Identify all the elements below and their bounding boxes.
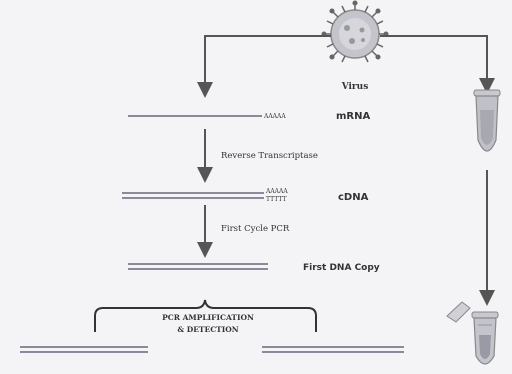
virus-label: Virus [341, 82, 369, 92]
cdna-polyt-tail: TTTTT [266, 196, 286, 203]
first-cycle-pcr-label: First Cycle PCR [221, 224, 290, 234]
arrow-virus-to-mrna [197, 35, 331, 98]
amplification-label-line2: & DETECTION [177, 325, 238, 334]
amplification-brace [94, 299, 317, 332]
cdna-polya-tail: AAAAA [265, 188, 288, 195]
arrow-virus-to-tube [380, 35, 495, 94]
virus-icon [321, 0, 389, 63]
mrna-polya-tail: AAAAA [263, 113, 286, 120]
amplification-label-line1: PCR AMPLIFICATION [162, 313, 254, 322]
first-dna-copy-label: First DNA Copy [303, 263, 380, 273]
cdna-label: cDNA [338, 192, 369, 203]
mrna-label: mRNA [336, 111, 370, 122]
open-tube-icon [446, 301, 499, 365]
pcr-tube-icon [473, 89, 501, 152]
reverse-transcriptase-label: Reverse Transcriptase [221, 151, 318, 161]
